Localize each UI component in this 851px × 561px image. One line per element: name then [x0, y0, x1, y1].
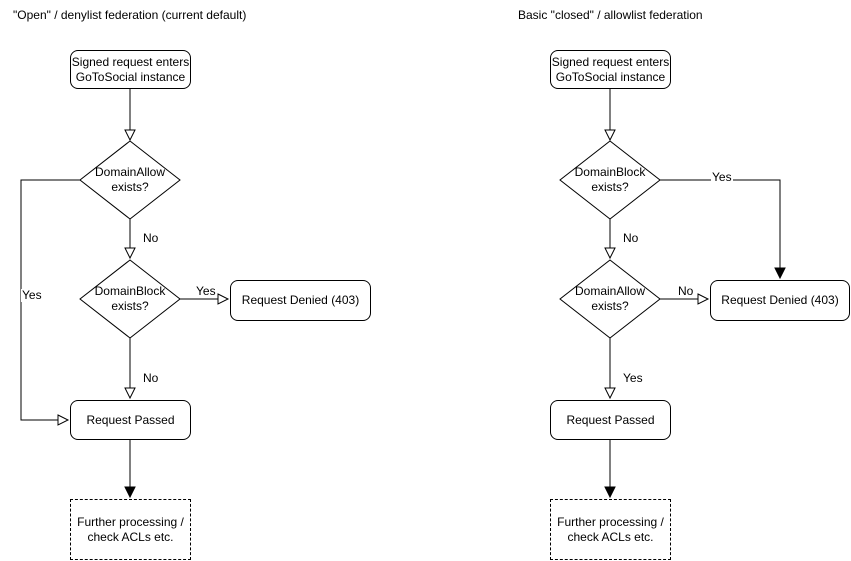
left-further-node: Further processing / check ACLs etc.	[70, 499, 191, 560]
right-label-decision1-yes: Yes	[711, 170, 733, 184]
left-chart-title: "Open" / denylist federation (current de…	[13, 8, 247, 22]
left-decision1-label: DomainAllow exists?	[94, 165, 166, 194]
left-label-decision2-no: No	[142, 371, 160, 385]
left-label-decision1-yes: Yes	[21, 288, 43, 302]
right-chart-title: Basic "closed" / allowlist federation	[518, 8, 703, 22]
left-passed-node: Request Passed	[70, 400, 191, 440]
right-label-decision2-no: No	[677, 284, 695, 298]
right-edge-decision1-yes-to-denied	[660, 179, 786, 280]
left-start-node: Signed request enters GoToSocial instanc…	[70, 50, 191, 89]
left-label-decision1-no: No	[142, 231, 160, 245]
right-label-decision2-yes: Yes	[622, 371, 644, 385]
left-denied-node: Request Denied (403)	[230, 280, 371, 321]
left-decision2-label: DomainBlock exists?	[94, 284, 166, 313]
right-further-node: Further processing / check ACLs etc.	[550, 499, 671, 560]
right-denied-node: Request Denied (403)	[710, 280, 850, 321]
right-label-decision1-no: No	[622, 231, 640, 245]
left-label-decision2-yes: Yes	[195, 284, 217, 298]
right-decision1-label: DomainBlock exists?	[574, 165, 646, 194]
right-decision1-diamond	[559, 140, 661, 220]
right-decision2-label: DomainAllow exists?	[574, 284, 646, 313]
right-passed-node: Request Passed	[550, 400, 671, 440]
right-start-node: Signed request enters GoToSocial instanc…	[550, 50, 671, 89]
left-decision1-diamond	[79, 140, 181, 220]
left-decision2-diamond	[79, 259, 181, 339]
right-decision2-diamond	[559, 259, 661, 339]
